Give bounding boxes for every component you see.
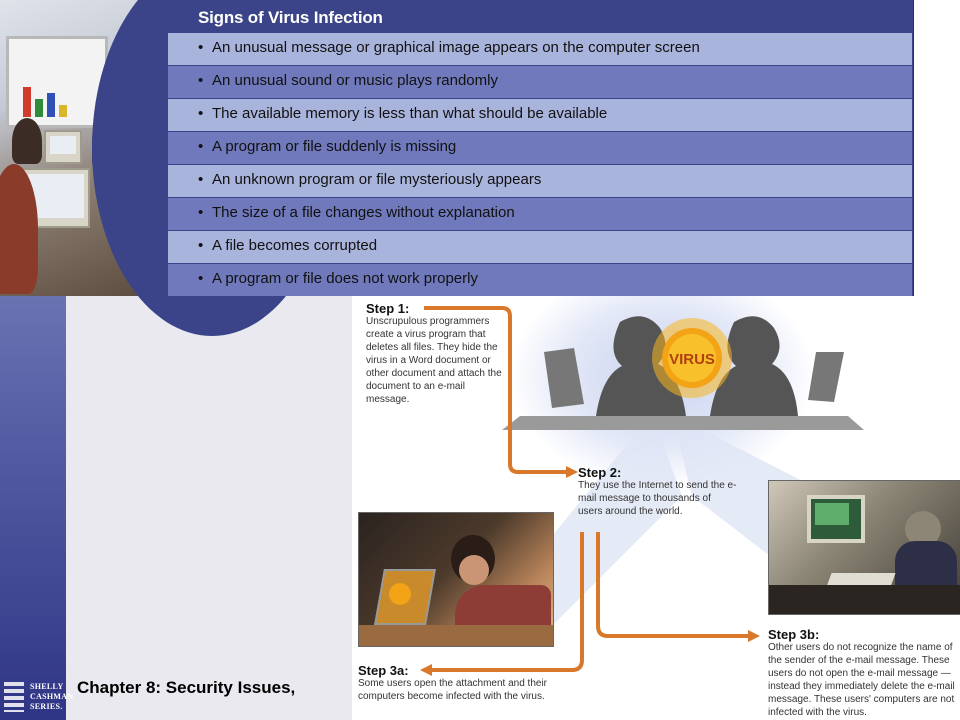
desk: [502, 416, 864, 430]
programmer-silhouette-right: [710, 316, 798, 416]
content-background: [66, 296, 352, 720]
table-title: Signs of Virus Infection: [198, 8, 383, 27]
row-text: A program or file suddenly is missing: [212, 138, 457, 155]
virus-signs-table: Signs of Virus Infection •An unusual mes…: [0, 0, 914, 336]
table-row: •A program or file does not work properl…: [168, 264, 912, 296]
table-row: •The size of a file changes without expl…: [168, 198, 912, 230]
beam-left: [552, 414, 682, 626]
woman-at-laptop-photo: [358, 512, 554, 647]
step2-title: Step 2:: [578, 465, 622, 480]
books-icon: [4, 682, 24, 712]
row-text: A program or file does not work properly: [212, 270, 478, 287]
step1-title: Step 1:: [366, 301, 410, 316]
table-row: •An unusual sound or music plays randoml…: [168, 66, 912, 98]
table-row: •An unknown program or file mysteriously…: [168, 165, 912, 197]
step2-text: They use the Internet to send the e-mail…: [578, 480, 737, 517]
virus-icon: [652, 318, 732, 398]
step1-text: Unscrupulous programmers create a virus …: [366, 316, 502, 405]
projection-screen: [6, 36, 108, 128]
table-row: •A program or file suddenly is missing: [168, 132, 912, 164]
step3b-title: Step 3b:: [768, 627, 820, 642]
step3a-title: Step 3a:: [358, 663, 409, 678]
arrow-head-step3b: [748, 630, 760, 642]
virus-spread-diagram: VIRUS Step 1: Unscrupulous programmers c…: [352, 296, 960, 720]
row-text: The available memory is less than what s…: [212, 105, 608, 122]
row-text: A file becomes corrupted: [212, 237, 378, 254]
arrow-step1-to-step2: [424, 306, 566, 474]
row-text: The size of a file changes without expla…: [212, 204, 515, 221]
step3a-text: Some users open the attachment and their…: [358, 678, 548, 702]
row-text: An unknown program or file mysteriously …: [212, 171, 542, 188]
row-text: An unusual message or graphical image ap…: [212, 39, 700, 56]
step2: Step 2: They use the Internet to send th…: [578, 466, 738, 518]
arrow-step2-to-step3b: [596, 532, 748, 638]
step3b-text: Other users do not recognize the name of…: [768, 642, 955, 718]
row-text: An unusual sound or music plays randomly: [212, 72, 498, 89]
arrow-head-step2: [566, 466, 578, 478]
step3b: Step 3b: Other users do not recognize th…: [768, 628, 960, 719]
virus-label: VIRUS: [669, 351, 715, 368]
slide-footer: Chapter 8: Security Issues,: [77, 678, 296, 697]
logo-line-3: SERIES.: [30, 702, 63, 711]
logo-line-2: CASHMAN: [30, 692, 74, 701]
step3a: Step 3a: Some users open the attachment …: [358, 664, 584, 703]
publisher-logo: SHELLY CASHMAN SERIES.: [2, 676, 73, 718]
logo-line-1: SHELLY: [30, 682, 64, 691]
table-row: •The available memory is less than what …: [168, 99, 912, 131]
table-row: •A file becomes corrupted: [168, 231, 912, 263]
arrow-head-step3a: [420, 664, 432, 676]
step1: Step 1: Unscrupulous programmers create …: [366, 302, 506, 406]
table-row: •An unusual message or graphical image a…: [168, 33, 912, 65]
left-monitor: [544, 348, 584, 408]
man-at-computer-photo: [768, 480, 960, 615]
right-monitor: [808, 352, 844, 402]
arrow-step2-to-step3a: [430, 532, 584, 672]
